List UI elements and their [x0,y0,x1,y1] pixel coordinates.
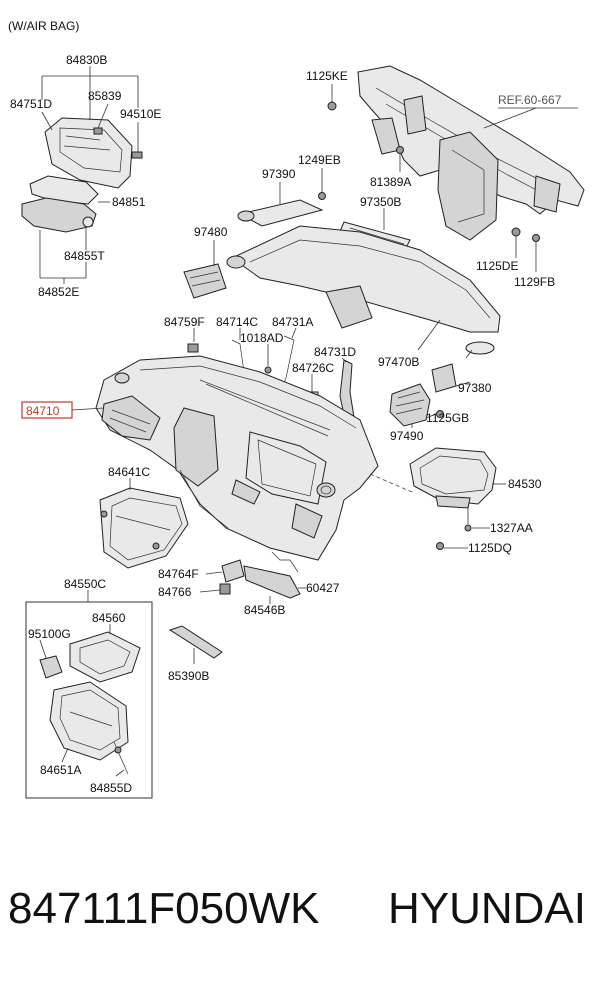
pad-strip-body [168,625,223,659]
callout-84766: 84766 [158,585,192,599]
callout-84714C: 84714C [216,315,258,329]
callout-84641C: 84641C [108,465,150,479]
storage-box-body [99,487,189,569]
callout-84830B: 84830B [66,53,107,67]
center-vent-duct [325,285,373,329]
main-duct-97470B [231,225,501,333]
callout-1327AA: 1327AA [490,521,533,535]
pad-center-stack-opening [245,431,327,505]
bolt-1129FB [532,234,540,242]
callout-84852E: 84852E [38,285,79,299]
callout-97380: 97380 [458,381,492,395]
callout-1249EB: 1249EB [298,153,341,167]
callout-94510E: 94510E [120,107,161,121]
screw-1125GB [436,410,444,418]
footer-caption: 847111F050WK HYUNDAI [0,872,600,952]
callout-84851: 84851 [112,195,146,209]
callout-85390B: 85390B [168,669,209,683]
passenger-airbag-84530 [409,447,497,550]
callout-60427: 60427 [306,581,340,595]
callout-97390: 97390 [262,167,296,181]
callout-1018AD: 1018AD [240,331,284,345]
pad-cluster-opening [173,407,219,487]
callout-84751D: 84751D [10,97,52,111]
column-shroud-lower [21,197,97,233]
defroster-duct-group [183,192,501,393]
callout-84710: 84710 [26,404,60,418]
clip-85839 [93,127,103,135]
screw-84855T [82,216,94,228]
clip-94510E [131,151,143,159]
screw-1249EB [318,192,326,200]
cluster-fascia-opening [59,127,123,173]
callout-1125GB: 1125GB [426,411,469,425]
callout-95100G: 95100G [28,627,71,641]
glove-box-group-frame [25,601,153,799]
side-vent-body [389,383,431,427]
callout-84546B: 84546B [244,603,285,617]
clip-84759F [187,343,199,353]
bracket-84546B [243,565,301,599]
lower-brackets [219,551,301,599]
callout-84651A: 84651A [40,763,81,777]
callout-85839: 85839 [88,89,122,103]
pad-right-vent [316,482,336,498]
pad-strip-85390B [168,625,223,659]
callout-1125DQ: 1125DQ [468,541,512,555]
diagram-note: (W/AIR BAG) [8,19,79,33]
cowl-cross-bar [327,65,585,242]
callout-84759F: 84759F [164,315,205,329]
clip-84766 [219,583,231,595]
glove-box-housing-84560 [69,631,141,683]
callout-84731A: 84731A [272,315,313,329]
nut-1018AD [264,366,272,374]
column-shroud-upper [29,175,99,205]
vent-ring-97380 [465,341,495,355]
callout-ref-60-667: REF.60-667 [498,93,562,107]
callout-84855T: 84855T [64,249,105,263]
callout-84764F: 84764F [158,567,199,581]
side-vent-97480 [183,263,227,299]
cluster-fascia-panel [44,117,133,189]
bolt-1125DE [511,227,521,237]
glove-box-group [39,631,141,775]
callout-1125KE: 1125KE [306,69,348,83]
callout-1129FB: 1129FB [514,275,555,289]
callout-97470B: 97470B [378,355,419,369]
screw-1327AA [464,524,472,532]
footer-part-number: 847111F050WK [8,884,320,933]
callout-84530: 84530 [508,477,542,491]
callout-84726C: 84726C [292,361,334,375]
callout-84855D: 84855D [90,781,132,795]
callout-84731D: 84731D [314,345,356,359]
storage-box-84641C [99,487,189,569]
footer-brand: HYUNDAI [387,884,586,933]
clip-60427 [271,551,299,573]
damper-95100G [39,655,63,679]
callout-97350B: 97350B [360,195,401,209]
bolt-1125DQ [436,542,444,550]
striker-84855D [113,741,129,775]
callout-81389A: 81389A [370,175,411,189]
callout-84550C: 84550C [64,577,106,591]
bolt-81389A [396,146,404,154]
bracket-84764F [221,559,245,583]
airbag-door [409,447,497,505]
callout-1125DE: 1125DE [476,259,518,273]
crash-pad-84710 [95,355,379,561]
side-duct-97390 [238,199,324,227]
callout-84560: 84560 [92,611,126,625]
bolt-1125KE [327,101,337,111]
callout-97480: 97480 [194,225,228,239]
cluster-fascia-group [21,117,143,233]
side-vent-97490 [389,383,444,427]
callout-97490: 97490 [390,429,424,443]
cowl-center-bracket [437,131,499,241]
pad-left-vent [101,395,161,441]
